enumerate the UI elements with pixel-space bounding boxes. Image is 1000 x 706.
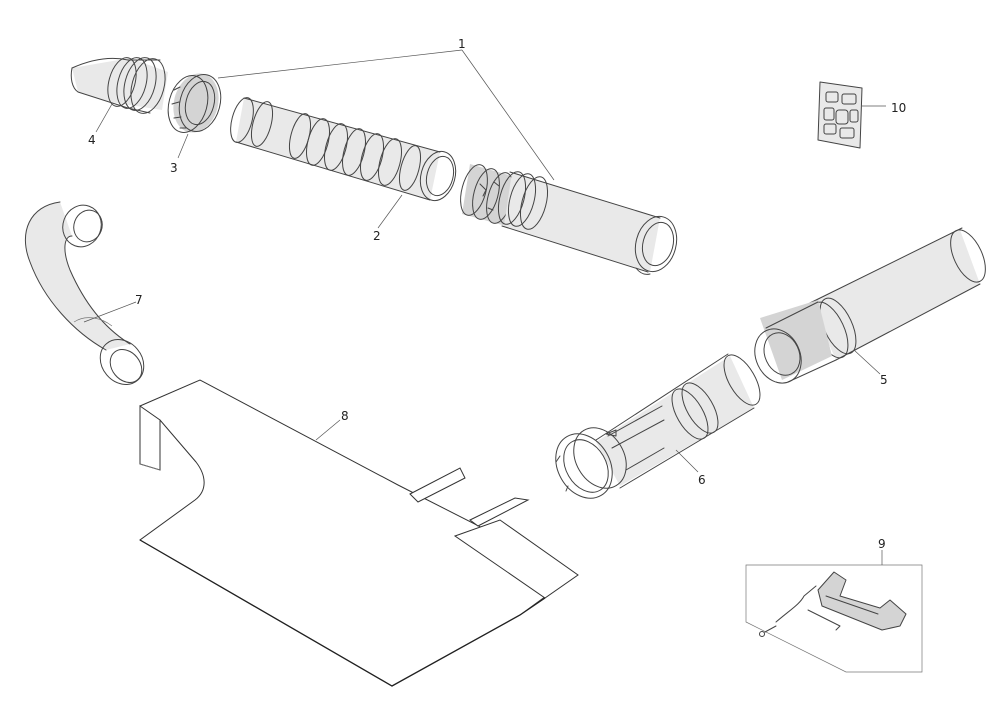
part-3-coupling-ring: [167, 73, 222, 133]
leader-lines: [83, 49, 886, 565]
callouts: 1 2 3 4 5 6 7 8 9 10: [88, 37, 906, 551]
part-7-elbow-tube: [25, 201, 145, 385]
callout-2: 2: [373, 229, 381, 243]
part-1-tube-assembly: [460, 164, 678, 275]
part-9-bracket-kit: [745, 564, 923, 673]
callout-10: 10: [891, 101, 906, 115]
callout-8: 8: [341, 409, 349, 423]
part-5-outer-tube: [754, 227, 986, 384]
part-10-label-sheet: [817, 81, 863, 149]
callout-5: 5: [880, 373, 888, 387]
callout-3: 3: [170, 161, 178, 175]
callout-4: 4: [88, 133, 96, 147]
part-4-nozzle: [70, 57, 168, 114]
callout-1: 1: [458, 37, 466, 51]
callout-7: 7: [135, 293, 143, 307]
callout-9: 9: [878, 537, 886, 551]
part-2-corrugated-tube: [230, 97, 457, 202]
part-8-collection-bag: [139, 379, 579, 687]
part-6-inner-tube: [555, 353, 761, 499]
callout-6: 6: [698, 473, 706, 487]
